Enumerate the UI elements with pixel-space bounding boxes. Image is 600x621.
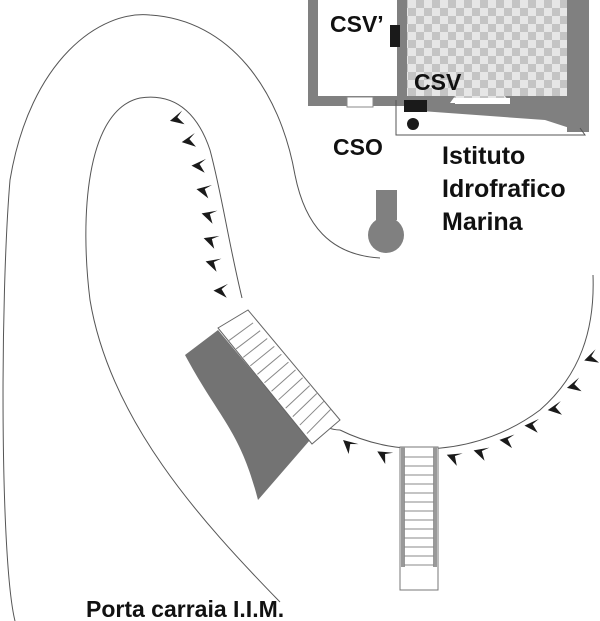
mooring-marker — [473, 447, 490, 461]
dark-embankment — [185, 330, 310, 500]
mooring-marker — [191, 158, 206, 173]
mooring-marker — [201, 210, 218, 224]
mooring-marker — [499, 434, 515, 449]
mooring-marker — [547, 400, 562, 415]
stair-step — [228, 322, 254, 341]
stair-step — [264, 361, 289, 384]
mooring-marker — [196, 185, 212, 199]
sensor-csv — [404, 100, 427, 112]
stair-step — [249, 345, 275, 367]
stair-step — [242, 338, 268, 358]
quay-arc — [339, 274, 594, 450]
stair-step — [235, 330, 261, 350]
mooring-marker — [377, 451, 394, 465]
mooring-marker — [343, 440, 359, 454]
mooring-marker — [169, 110, 185, 125]
inner-road-edge — [85, 96, 281, 603]
label-institute-line1: Istituto — [442, 142, 525, 170]
stair-step — [271, 369, 296, 392]
sensor-cso-dot — [407, 118, 419, 130]
stair-step — [292, 393, 318, 417]
institute-building — [308, 0, 589, 136]
mooring-markers — [169, 110, 600, 466]
mooring-marker — [205, 258, 222, 272]
stair-step — [278, 377, 303, 401]
mooring-marker — [584, 349, 600, 363]
sensor-csv-prime — [390, 25, 400, 47]
mooring-marker — [524, 418, 539, 433]
stair-step — [299, 400, 325, 426]
label-gate: Porta carraia I.I.M. — [86, 596, 284, 621]
bottom-staircase — [399, 446, 439, 591]
label-csv-prime: CSV’ — [330, 11, 384, 37]
stair-step — [257, 353, 282, 375]
keyhole-structure — [368, 190, 404, 253]
label-institute-line3: Marina — [442, 208, 524, 236]
stair-step — [306, 408, 332, 434]
outer-road-edge — [2, 14, 381, 621]
left-staircase — [185, 309, 341, 500]
mooring-marker — [566, 377, 582, 392]
gate-opening — [346, 96, 374, 108]
checkered-yard — [407, 0, 567, 98]
mooring-marker — [203, 235, 220, 249]
stair-step — [285, 385, 311, 409]
mooring-marker — [446, 453, 463, 466]
mooring-marker — [213, 283, 228, 298]
mooring-marker — [181, 132, 196, 147]
label-cso: CSO — [333, 134, 383, 160]
label-institute-line2: Idrofrafico — [442, 175, 566, 203]
label-csv: CSV — [414, 69, 462, 95]
